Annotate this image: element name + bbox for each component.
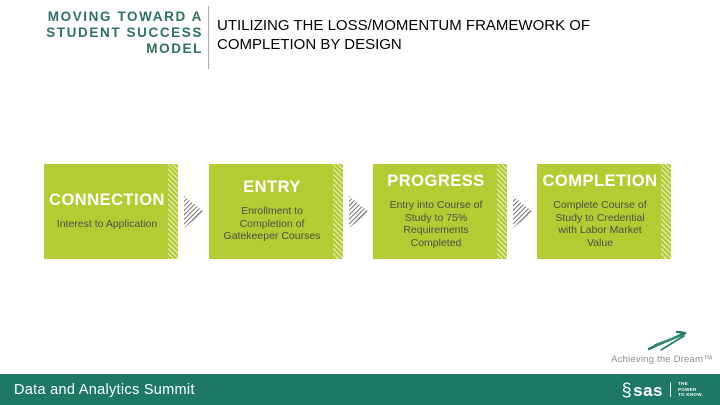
- stage-description: Entry into Course of Study to 75% Requir…: [389, 199, 483, 249]
- stage-progress: PROGRESS Entry into Course of Study to 7…: [373, 164, 507, 259]
- event-name: Data and Analytics Summit: [14, 381, 195, 398]
- right-arrow-icon: [184, 196, 204, 228]
- sas-tagline: THE POWER TO KNOW.: [678, 381, 704, 398]
- stage-completion: COMPLETION Complete Course of Study to C…: [537, 164, 671, 259]
- footer-bar: Data and Analytics Summit § sas THE POWE…: [0, 374, 720, 405]
- sas-logo-divider: [670, 382, 671, 397]
- stage-description: Interest to Application: [56, 217, 158, 230]
- sas-wave-icon: §: [621, 379, 633, 400]
- stage-description: Complete Course of Study to Credential w…: [553, 199, 647, 249]
- stage-label: COMPLETION: [542, 172, 658, 190]
- achieving-the-dream-logo: Achieving the Dream™: [606, 330, 718, 365]
- stage-description: Enrollment to Completion of Gatekeeper C…: [223, 205, 321, 243]
- slide-title-line: MOVING TOWARD A: [47, 9, 203, 24]
- slide-subtitle: UTILIZING THE LOSS/MOMENTUM FRAMEWORK OF…: [217, 17, 591, 53]
- sas-logo-text: sas: [633, 380, 663, 400]
- stage-label: PROGRESS: [387, 172, 485, 190]
- slide-title-line: STUDENT SUCCESS: [46, 25, 203, 40]
- stage-connection: CONNECTION Interest to Application: [44, 164, 178, 259]
- stage-label: CONNECTION: [49, 190, 165, 209]
- stage-label: ENTRY: [243, 178, 301, 197]
- header-divider: [208, 6, 209, 69]
- slide-title-line: MODEL: [146, 41, 203, 56]
- slide-title: MOVING TOWARD A STUDENT SUCCESS MODEL: [16, 9, 203, 57]
- wing-swoosh-icon: [647, 330, 687, 351]
- sas-logo-block: § sas THE POWER TO KNOW.: [622, 381, 704, 399]
- right-arrow-icon: [349, 196, 369, 228]
- right-arrow-icon: [513, 196, 533, 228]
- atd-logo-text: Achieving the Dream™: [611, 354, 713, 365]
- stage-entry: ENTRY Enrollment to Completion of Gateke…: [209, 164, 343, 259]
- sas-logo: § sas: [622, 381, 663, 399]
